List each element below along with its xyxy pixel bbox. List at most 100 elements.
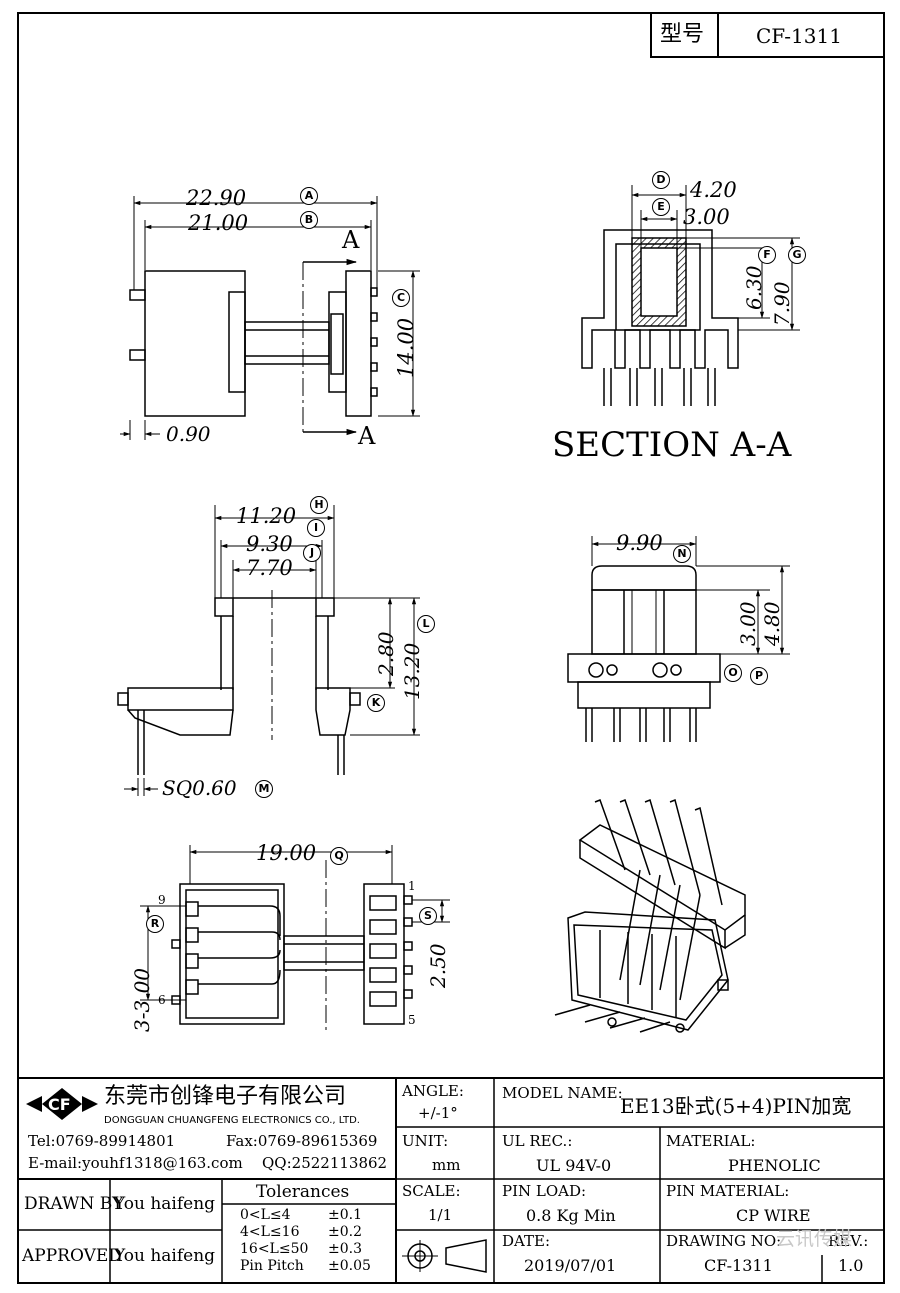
dim-bubble-o: O — [724, 664, 742, 682]
title-block-grid — [18, 1077, 884, 1283]
pin-load-value: 0.8 Kg Min — [526, 1206, 616, 1225]
dim-7-90: 7.90 — [770, 281, 794, 326]
tolerances-title: Tolerances — [256, 1182, 350, 1202]
drawn-by-label: DRAWN BY — [24, 1194, 124, 1214]
company-name-en: DONGGUAN CHUANGFENG ELECTRONICS CO., LTD… — [104, 1115, 360, 1126]
pin-number-5: 5 — [408, 1013, 416, 1027]
border-frame — [17, 12, 885, 1284]
section-view — [581, 185, 800, 406]
dim-bubble-h: H — [310, 496, 328, 514]
company-fax: Fax:0769-89615369 — [226, 1132, 378, 1150]
pin-number-1: 1 — [408, 879, 416, 893]
dim-bubble-d: D — [652, 171, 670, 189]
angle-label: ANGLE: — [402, 1082, 464, 1100]
model-name-label: MODEL NAME: — [502, 1084, 623, 1102]
rev-value: 1.0 — [838, 1256, 864, 1275]
dim-bubble-a: A — [300, 187, 318, 205]
dim-0-90: 0.90 — [166, 422, 211, 446]
drawn-by-value: You haifeng — [114, 1194, 216, 1214]
approved-value: You haifeng — [114, 1246, 216, 1266]
pin-number-6: 6 — [158, 993, 166, 1007]
model-label: 型号 — [660, 22, 705, 47]
dim-bubble-m: M — [255, 780, 273, 798]
logo-text: CF — [48, 1095, 71, 1114]
drawing-no-value: CF-1311 — [704, 1256, 773, 1275]
company-qq: QQ:2522113862 — [262, 1154, 388, 1172]
dim-13-20: 13.20 — [400, 642, 424, 700]
isometric-view — [554, 798, 746, 1033]
dim-9-90: 9.90 — [616, 531, 663, 555]
unit-label: UNIT: — [402, 1132, 449, 1150]
pin-material-label: PIN MATERIAL: — [666, 1182, 790, 1200]
dim-bubble-r: R — [146, 915, 164, 933]
dim-11-20: 11.20 — [236, 504, 297, 528]
date-value: 2019/07/01 — [524, 1256, 617, 1275]
section-title: SECTION A-A — [552, 425, 792, 465]
dim-bubble-f: F — [758, 246, 776, 264]
dim-bubble-c: C — [392, 289, 410, 307]
end-view — [567, 536, 790, 742]
ul-label: UL REC.: — [502, 1132, 573, 1150]
dim-14-00: 14.00 — [394, 317, 418, 378]
dim-22-90: 22.90 — [186, 186, 247, 210]
dim-3-00-sec: 3.00 — [683, 205, 730, 229]
ul-value: UL 94V-0 — [536, 1156, 612, 1175]
company-name-cn: 东莞市创锋电子有限公司 — [104, 1084, 347, 1109]
scale-value: 1/1 — [428, 1206, 453, 1224]
company-email: E-mail:youhf1318@163.com — [28, 1154, 243, 1172]
tolerance-value: ±0.1 — [328, 1207, 362, 1223]
dim-4-20: 4.20 — [690, 178, 737, 202]
company-tel: Tel:0769-89914801 — [28, 1132, 176, 1150]
scale-label: SCALE: — [402, 1182, 461, 1200]
approved-label: APPROVED — [22, 1246, 122, 1266]
bottom-view — [140, 845, 450, 1030]
dim-bubble-b: B — [300, 211, 318, 229]
dim-sq0-60: SQ0.60 — [162, 776, 237, 800]
watermark: 云讯传媒 — [776, 1228, 853, 1250]
material-value: PHENOLIC — [728, 1156, 821, 1175]
dim-7-70: 7.70 — [246, 556, 293, 580]
dim-bubble-n: N — [673, 545, 691, 563]
dim-bubble-i: I — [307, 519, 325, 537]
logo-icon — [26, 1088, 98, 1120]
tolerance-value: ±0.05 — [328, 1258, 371, 1274]
drawing-no-label: DRAWING NO: — [666, 1232, 782, 1250]
section-mark-top: A — [342, 226, 360, 254]
rev-label: REV.: — [828, 1232, 869, 1250]
dim-bubble-s: S — [419, 907, 437, 925]
dim-2-80: 2.80 — [374, 631, 398, 676]
tolerance-range: Pin Pitch — [240, 1258, 304, 1274]
tolerance-value: ±0.2 — [328, 1224, 362, 1240]
section-mark-bottom: A — [358, 422, 376, 450]
dim-bubble-j: J — [303, 544, 321, 562]
date-label: DATE: — [502, 1232, 551, 1250]
pin-number-9: 9 — [158, 893, 166, 907]
dim-bubble-l: L — [417, 615, 435, 633]
header-box — [650, 12, 885, 58]
dim-bubble-e: E — [652, 198, 670, 216]
dim-9-30: 9.30 — [246, 532, 293, 556]
dim-6-30: 6.30 — [742, 265, 766, 310]
model-name-value: EE13卧式(5+4)PIN加宽 — [620, 1094, 852, 1118]
dim-bubble-q: Q — [330, 847, 348, 865]
tolerance-range: 0<L≤4 — [240, 1207, 291, 1223]
dim-bubble-g: G — [788, 246, 806, 264]
dim-bubble-k: K — [367, 694, 385, 712]
dim-4-80: 4.80 — [760, 601, 784, 646]
pin-load-label: PIN LOAD: — [502, 1182, 587, 1200]
model-value: CF-1311 — [756, 24, 842, 48]
dim-3-3-00: 3-3.00 — [130, 967, 154, 1032]
dim-21-00: 21.00 — [188, 211, 249, 235]
unit-value: mm — [432, 1156, 461, 1174]
angle-value: +/-1° — [418, 1104, 458, 1122]
dim-bubble-p: P — [750, 667, 768, 685]
dim-3-00-end: 3.00 — [736, 601, 760, 646]
pin-material-value: CP WIRE — [736, 1206, 811, 1225]
tolerance-range: 16<L≤50 — [240, 1241, 309, 1257]
tolerance-value: ±0.3 — [328, 1241, 362, 1257]
dim-2-50: 2.50 — [426, 943, 450, 988]
side-view — [117, 505, 420, 796]
material-label: MATERIAL: — [666, 1132, 756, 1150]
